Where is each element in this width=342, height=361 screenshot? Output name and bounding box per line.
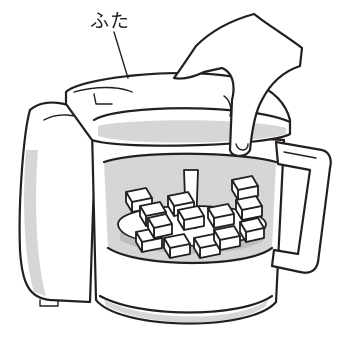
cube bbox=[236, 196, 262, 220]
cube bbox=[164, 234, 190, 258]
lid-label: ふた bbox=[90, 6, 130, 33]
cube bbox=[178, 206, 204, 230]
cube bbox=[240, 218, 264, 242]
cube bbox=[208, 204, 234, 228]
cube bbox=[214, 226, 240, 250]
motor-base bbox=[20, 103, 96, 306]
label-leader-line bbox=[114, 32, 128, 78]
cube bbox=[148, 214, 172, 238]
